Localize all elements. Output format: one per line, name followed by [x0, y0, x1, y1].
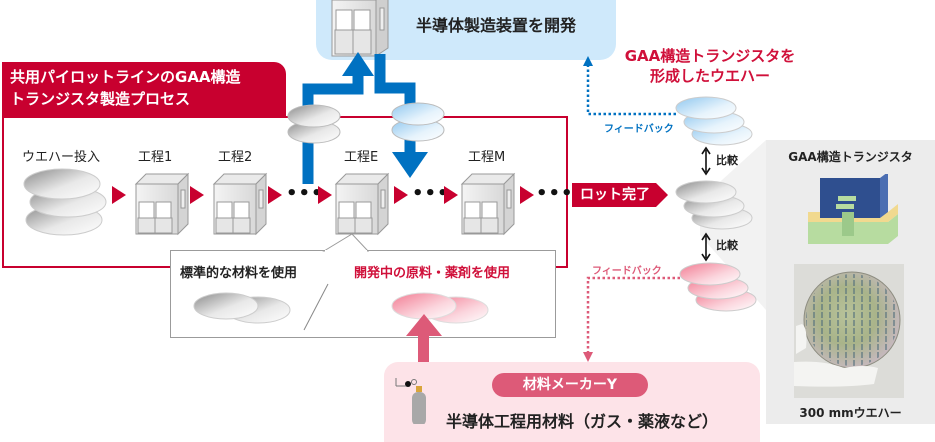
up-arrow-icon [342, 52, 374, 76]
pilot-title-line2: トランジスタ製造プロセス [10, 90, 191, 108]
arrow-down-icon [583, 352, 593, 362]
step-label-wafer-input: ウエハー投入 [22, 150, 101, 165]
process-tool-1-icon [134, 172, 190, 236]
gaa-wafer-title: GAA構造トランジスタを 形成したウエハー [600, 46, 820, 86]
step-label-m: 工程M [468, 150, 506, 165]
standard-material-wafers-icon [193, 292, 291, 324]
down-arrow-icon [392, 152, 428, 178]
equipment-tool-icon [331, 0, 389, 57]
lot-complete-badge: ロット完了 [572, 183, 656, 207]
flow-arrow-icon [318, 186, 332, 204]
gaa-transistor-title: GAA構造トランジスタ [788, 150, 913, 164]
gaa-transistor-diagram-icon [808, 174, 898, 244]
flow-arrow-icon [520, 186, 534, 204]
lot-complete-wafer-stack-icon [675, 180, 753, 230]
pilot-line-title-bg [2, 62, 286, 118]
feedback-label-top: フィードバック [604, 124, 674, 135]
arrow-up-icon [583, 56, 593, 66]
gaa-wafer-stack-icon [675, 96, 753, 146]
pilot-line-title: 共用パイロットラインのGAA構造 トランジスタ製造プロセス [10, 66, 241, 110]
pink-supply-arrow-icon [406, 314, 442, 384]
callout-pointer [322, 233, 370, 252]
input-wafer-stack-icon [23, 168, 107, 236]
wafer-photo [794, 264, 904, 398]
blue-wafer-stack-icon [391, 102, 445, 142]
pilot-title-line1: 共用パイロットラインのGAA構造 [10, 68, 241, 86]
flow-arrow-icon [112, 186, 126, 204]
standard-material-label: 標準的な材料を使用 [180, 266, 298, 281]
feedback-pink-dotted-arrow [583, 276, 680, 362]
flow-arrow-icon [190, 186, 204, 204]
dev-material-label: 開発中の原料・薬剤を使用 [354, 266, 511, 281]
ellipsis: ••• [412, 183, 450, 204]
lot-complete-arrow-icon [656, 183, 668, 207]
compare-double-arrow-icon [701, 232, 711, 262]
gaa-wafer-title-line1: GAA構造トランジスタを [624, 47, 796, 65]
callout-divider [303, 283, 329, 331]
flow-arrow-icon [444, 186, 458, 204]
wafer-300mm-label: 300 mmウエハー [799, 406, 902, 420]
compare-label-bottom: 比較 [716, 239, 738, 252]
gray-wafer-stack-icon [287, 104, 341, 144]
dev-wafer-stack-icon [679, 262, 757, 312]
step-label-1: 工程1 [138, 150, 173, 165]
feedback-label-bottom: フィードバック [592, 266, 662, 277]
compare-label-top: 比較 [716, 154, 738, 167]
dev-material-wafers-icon [391, 292, 489, 324]
wafer-photo-image [794, 271, 901, 387]
gaa-wafer-title-line2: 形成したウエハー [649, 67, 770, 85]
material-maker-badge: 材料メーカーY [492, 373, 648, 397]
process-tool-2-icon [212, 172, 268, 236]
ellipsis: ••• [536, 183, 574, 204]
compare-double-arrow-icon [701, 146, 711, 176]
material-maker-subtitle: 半導体工程用材料（ガス・薬液など） [446, 412, 719, 431]
feedback-blue-dotted-arrow [583, 56, 676, 116]
step-label-2: 工程2 [218, 150, 253, 165]
process-tool-e-icon [334, 172, 390, 236]
flow-arrow-icon [268, 186, 282, 204]
gas-cylinder-icon [395, 378, 426, 424]
step-label-e: 工程E [344, 150, 379, 165]
process-tool-m-icon [460, 172, 516, 236]
flow-arrow-icon [394, 186, 408, 204]
equipment-title: 半導体製造装置を開発 [416, 16, 577, 35]
ellipsis: ••• [286, 183, 324, 204]
